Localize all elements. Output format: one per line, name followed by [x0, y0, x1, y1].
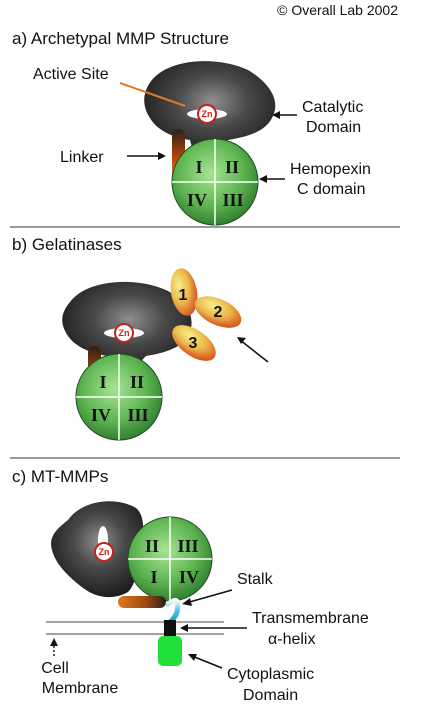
transmembrane-arrowhead: [180, 624, 188, 632]
linker-shape: [118, 596, 166, 608]
fibronectin-module: [194, 296, 242, 328]
panel-c-title: c) MT-MMPs: [12, 467, 108, 486]
blade-label: I: [195, 157, 202, 177]
module-number: 2: [214, 304, 223, 321]
linker-arrowhead: [158, 152, 166, 160]
fibronectin-module: [172, 325, 216, 361]
cell-membrane-arrowhead: [50, 638, 58, 646]
fibronectin-arrowhead: [237, 337, 246, 344]
transmembrane-helix-shape: [164, 620, 176, 636]
blade-label: III: [222, 190, 243, 210]
stalk-label: Stalk: [237, 571, 274, 588]
transmembrane-label-line1: Transmembrane: [252, 610, 369, 627]
catalytic-arrowhead: [272, 111, 280, 119]
blade-label: I: [150, 567, 157, 587]
linker-label: Linker: [60, 149, 104, 166]
panel-b: b) Gelatinases Zn 1 2 3 I II IV III: [12, 235, 269, 441]
copyright-text: © Overall Lab 2002: [277, 2, 398, 18]
cell-membrane-label-line1: Cell: [41, 660, 69, 677]
blade-label: IV: [91, 405, 111, 425]
blade-label: IV: [179, 567, 199, 587]
catalytic-label-line1: Catalytic: [302, 99, 363, 116]
active-site-arrow: [119, 82, 186, 107]
zinc-ion-icon: [94, 542, 114, 562]
panel-b-title: b) Gelatinases: [12, 235, 122, 254]
cytoplasmic-arrow: [191, 655, 223, 669]
blade-label: III: [127, 405, 148, 425]
hemopexin-label-line2: C domain: [297, 181, 365, 198]
cytoplasmic-domain-shape: [158, 636, 182, 666]
hemopexin-arrowhead: [259, 175, 267, 183]
transmembrane-label-line2: α-helix: [268, 631, 315, 648]
hemopexin-label-line1: Hemopexin: [290, 161, 371, 178]
panel-a: a) Archetypal MMP Structure Zn I II IV I…: [12, 29, 371, 226]
zinc-ion-icon: [197, 104, 217, 124]
fibronectin-arrow: [239, 339, 269, 363]
blade-label: IV: [187, 190, 207, 210]
module-number: 1: [179, 287, 188, 304]
blade-label: I: [99, 372, 106, 392]
blade-label: II: [225, 157, 239, 177]
zinc-label: Zn: [202, 109, 213, 119]
cytoplasmic-label-line2: Domain: [243, 687, 298, 704]
active-site-label: Active Site: [33, 66, 109, 83]
cytoplasmic-arrowhead: [188, 654, 197, 661]
zinc-label: Zn: [99, 547, 110, 557]
zinc-label: Zn: [119, 328, 130, 338]
stalk-arrow: [185, 589, 233, 604]
stalk-arrowhead: [182, 598, 192, 606]
stalk-shape: [165, 598, 181, 625]
blade-label: II: [145, 536, 159, 556]
panel-a-title: a) Archetypal MMP Structure: [12, 29, 229, 48]
fibronectin-module: [170, 268, 198, 316]
panel-c: c) MT-MMPs Zn II III I IV Stalk Transmem…: [12, 467, 369, 704]
zinc-ion-icon: [114, 323, 134, 343]
blade-label: II: [130, 372, 144, 392]
cell-membrane-label-line2: Membrane: [42, 680, 119, 697]
catalytic-label-line2: Domain: [306, 119, 361, 136]
blade-label: III: [177, 536, 198, 556]
cytoplasmic-label-line1: Cytoplasmic: [227, 666, 314, 683]
module-number: 3: [189, 335, 198, 352]
